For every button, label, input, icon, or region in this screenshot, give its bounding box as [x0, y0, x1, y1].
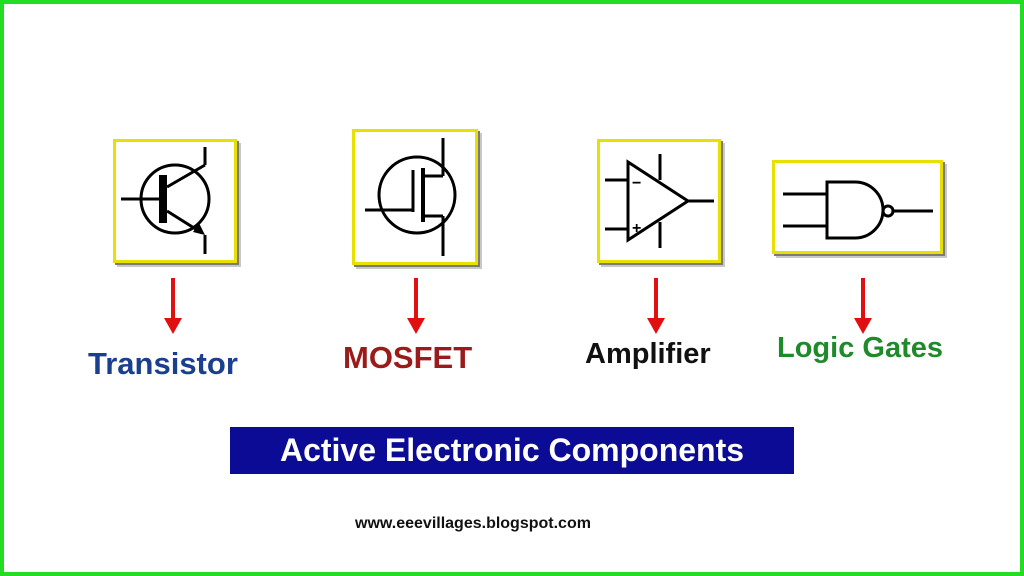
title-banner: Active Electronic Components [230, 427, 794, 474]
nand-gate-icon [783, 180, 933, 240]
down-arrow-icon [164, 278, 182, 334]
down-arrow-icon [647, 278, 665, 334]
amplifier-symbol-icon: − + [605, 154, 714, 248]
transistor-label: Transistor [88, 346, 238, 381]
amplifier-symbol-box: − + [597, 139, 721, 263]
mosfet-label: MOSFET [343, 340, 473, 375]
mosfet-symbol-box [352, 129, 478, 265]
minus-sign: − [632, 175, 641, 192]
mosfet-symbol-icon [365, 138, 457, 256]
footer-url: www.eeevillages.blogspot.com [355, 515, 591, 532]
down-arrow-icon [407, 278, 425, 334]
down-arrow-icon [854, 278, 872, 334]
amplifier-label: Amplifier [585, 338, 711, 370]
transistor-symbol-box [113, 139, 237, 263]
logic-gate-symbol-box [772, 160, 943, 254]
plus-sign: + [632, 220, 641, 237]
transistor-symbol-icon [121, 147, 211, 254]
logic-gates-label: Logic Gates [777, 332, 943, 364]
